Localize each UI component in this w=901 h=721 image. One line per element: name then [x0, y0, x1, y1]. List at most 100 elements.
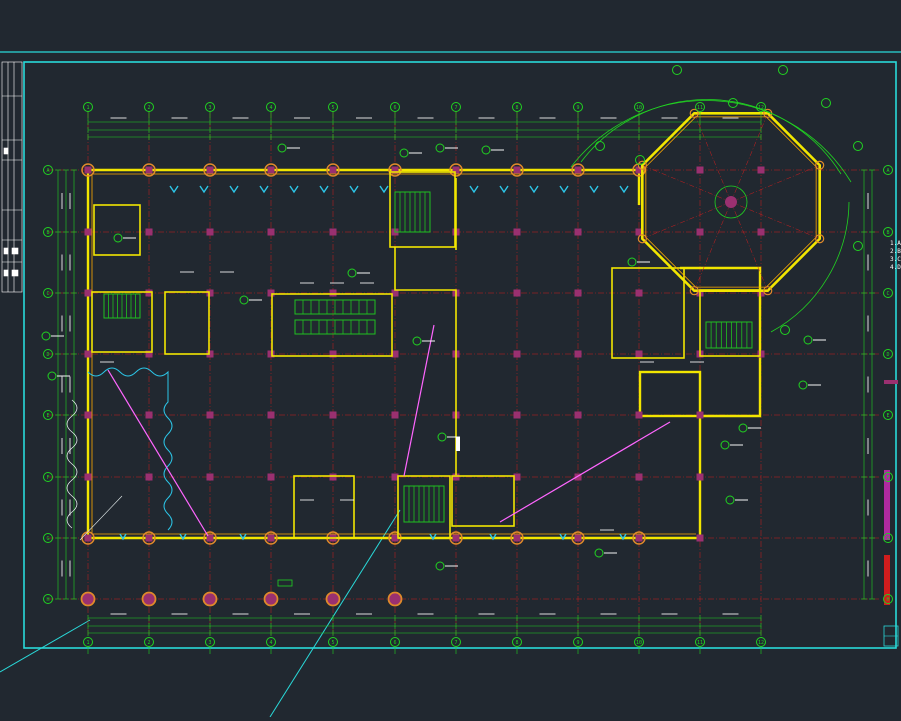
axis-bubble-label: 11	[697, 640, 703, 646]
tag-box	[277, 579, 293, 587]
axis-bubble-label: D	[886, 352, 889, 358]
window-mark	[619, 185, 629, 194]
perimeter-column	[510, 163, 524, 177]
canopy-column	[141, 591, 157, 607]
octagon-column	[815, 160, 825, 170]
room-south-stair-core	[397, 475, 451, 539]
interior-rooms	[66, 171, 761, 539]
window-mark	[199, 185, 209, 194]
axis-bubble-top	[390, 637, 400, 647]
perimeter-column	[142, 531, 156, 545]
axis-bubble-label: H	[46, 597, 49, 603]
column	[145, 411, 153, 419]
column	[267, 534, 275, 542]
perimeter-column	[388, 163, 402, 177]
column	[513, 228, 521, 236]
column	[206, 534, 214, 542]
axis-bubble-side	[883, 227, 893, 237]
window-mark	[319, 185, 329, 194]
right-note-1: 1.A	[890, 240, 901, 247]
axis-bubble-top	[266, 637, 276, 647]
axis-bubble-top	[390, 102, 400, 112]
axis-bubble-label: 12	[758, 105, 764, 111]
column	[635, 534, 643, 542]
column	[574, 534, 582, 542]
axis-bubble-label: E	[886, 413, 889, 419]
callout-circle	[798, 380, 808, 390]
perimeter-column	[264, 531, 278, 545]
axis-bubble-top	[756, 637, 766, 647]
column	[574, 350, 582, 358]
axis-bubble-label: A	[46, 168, 49, 174]
perimeter-column	[203, 163, 217, 177]
column	[329, 228, 337, 236]
room-w-toilet	[164, 291, 210, 355]
axis-bubble-label: 2	[147, 105, 150, 111]
column	[267, 166, 275, 174]
axis-bubble-top	[573, 637, 583, 647]
callout-circle	[738, 423, 748, 433]
column	[635, 228, 643, 236]
leader-1	[107, 369, 209, 537]
column	[574, 289, 582, 297]
column	[696, 473, 704, 481]
window-mark	[229, 185, 239, 194]
column	[329, 350, 337, 358]
column	[391, 473, 399, 481]
window-mark	[379, 185, 389, 194]
axis-bubble-side	[883, 533, 893, 543]
window-mark	[119, 533, 127, 541]
callout-circle	[437, 432, 447, 442]
landscape-edge	[66, 399, 78, 529]
arc-dim-1	[570, 100, 852, 183]
column	[206, 473, 214, 481]
axis-bubble-label: 11	[697, 105, 703, 111]
room-central-escalator	[271, 293, 393, 357]
callout-circle	[803, 335, 813, 345]
column	[391, 350, 399, 358]
axis-bubble-label: 7	[454, 640, 457, 646]
perimeter-column	[632, 531, 646, 545]
canopy-column	[325, 591, 341, 607]
octagon-radial	[694, 113, 732, 203]
column	[513, 166, 521, 174]
perimeter-column	[571, 163, 585, 177]
axis-bubble-top	[451, 637, 461, 647]
landscape-boundary	[87, 367, 173, 531]
column	[267, 350, 275, 358]
column	[206, 411, 214, 419]
column	[145, 228, 153, 236]
axis-bubble-side	[43, 288, 53, 298]
column	[84, 473, 92, 481]
octagon-column	[815, 234, 825, 244]
canopy-column	[80, 591, 96, 607]
right-strip	[883, 380, 899, 647]
column	[329, 411, 337, 419]
leader-2	[403, 324, 435, 477]
callout-circle	[594, 548, 604, 558]
column	[84, 289, 92, 297]
axis-bubble-top	[205, 637, 215, 647]
stair-north	[394, 191, 431, 233]
axis-bubble-side	[883, 165, 893, 175]
perimeter-column	[326, 163, 340, 177]
axis-bubble-label: 9	[576, 105, 579, 111]
window-mark	[259, 185, 269, 194]
canopy-column	[387, 591, 403, 607]
window-mark	[289, 185, 299, 194]
axis-bubble-radial	[821, 98, 831, 108]
axis-bubble-top	[144, 637, 154, 647]
dimension-lines	[55, 117, 875, 636]
column	[696, 166, 704, 174]
canopy-column	[202, 591, 218, 607]
room-east-toilet	[611, 267, 685, 359]
axis-bubble-top	[266, 102, 276, 112]
axis-bubble-label: B	[46, 230, 49, 236]
axis-bubble-side	[883, 472, 893, 482]
column	[635, 289, 643, 297]
axis-bubble-label: 12	[758, 640, 764, 646]
callout-circle	[412, 336, 422, 346]
